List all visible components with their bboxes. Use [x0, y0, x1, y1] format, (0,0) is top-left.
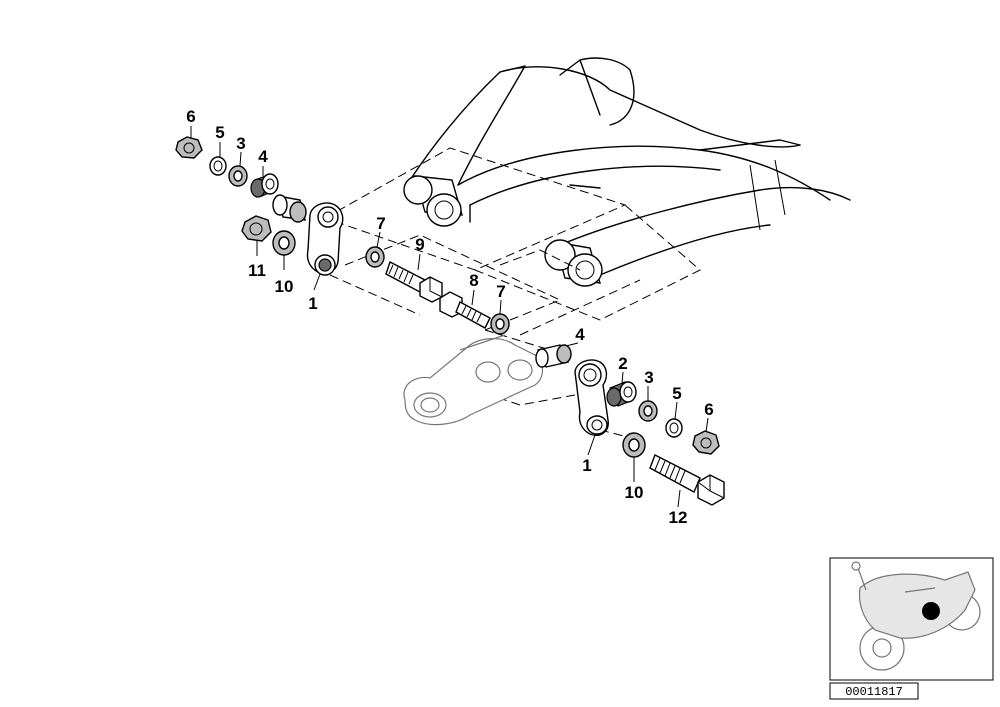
callout-3-left: 3	[236, 134, 245, 153]
callout-10-right: 10	[625, 483, 644, 502]
lock-washer-5-left	[209, 156, 227, 176]
nut-6-right	[692, 430, 720, 455]
spacer-sleeve-left	[272, 194, 307, 223]
link-1-left	[306, 202, 344, 276]
callout-9: 9	[415, 235, 424, 254]
rocker-link-ghost	[403, 334, 544, 426]
washer-7-upper	[365, 246, 385, 268]
callout-6-right: 6	[704, 400, 713, 419]
bolt-8	[439, 291, 491, 329]
bolt-12	[649, 454, 725, 506]
callout-labels: 6 5 3 4 11 10 1 7 9 8 7 4 2 3 5 6 1 10 1…	[186, 107, 713, 527]
callout-4-left: 4	[258, 147, 268, 166]
callout-5-right: 5	[672, 384, 681, 403]
washer-10-left	[272, 230, 296, 256]
callout-12: 12	[669, 508, 688, 527]
frame-bushing-left	[403, 175, 463, 227]
reference-number-box: 00011817	[829, 682, 919, 700]
callout-7-upper: 7	[376, 214, 385, 233]
reference-number: 00011817	[845, 685, 903, 699]
washer-3-left	[228, 165, 248, 187]
washer-3-right	[638, 400, 658, 422]
callout-1-left: 1	[308, 294, 317, 313]
needle-bearing-2	[606, 381, 637, 407]
callout-7-lower: 7	[496, 282, 505, 301]
leader-lines	[190, 126, 709, 508]
nut-11	[241, 215, 272, 242]
callout-2: 2	[618, 354, 627, 373]
link-1-right	[574, 359, 609, 436]
callout-5-left: 5	[215, 123, 224, 142]
nut-6-left	[175, 136, 203, 159]
needle-bearing-4-left	[250, 173, 279, 198]
callout-6-left: 6	[186, 107, 195, 126]
assembly-dashed-lines	[323, 147, 701, 441]
lock-washer-5-right	[665, 418, 683, 438]
motorcycle-locator-thumbnail	[829, 557, 994, 681]
motorcycle-silhouette	[851, 561, 981, 671]
bolt-9	[385, 261, 443, 303]
frame-bushing-right	[544, 239, 603, 287]
callout-1-right: 1	[582, 456, 591, 475]
location-marker	[922, 602, 940, 620]
spacer-sleeve-4-right	[535, 344, 572, 368]
swing-arm-frame	[409, 57, 851, 276]
callout-10-left: 10	[275, 277, 294, 296]
callout-4-right: 4	[575, 325, 585, 344]
callout-8: 8	[469, 271, 478, 290]
washer-7-lower	[490, 313, 510, 335]
washer-10-right	[622, 432, 646, 458]
callout-11: 11	[248, 261, 266, 280]
callout-3-right: 3	[644, 368, 653, 387]
